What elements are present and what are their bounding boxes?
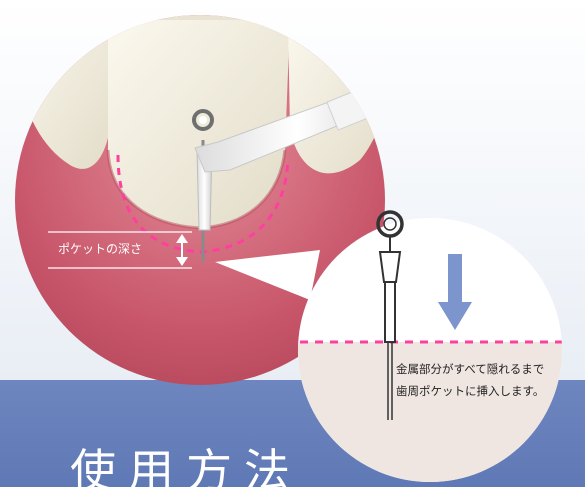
instruction-text: 金属部分がすべて隠れるまで歯周ポケットに挿入します。 (396, 362, 545, 398)
illustration (15, 15, 562, 482)
pocket-depth-label: ポケットの深さ (58, 242, 143, 256)
down-arrow-icon (438, 302, 472, 330)
insert-arrow-shaft (448, 254, 462, 304)
page-title: 使用方法 (70, 444, 302, 498)
